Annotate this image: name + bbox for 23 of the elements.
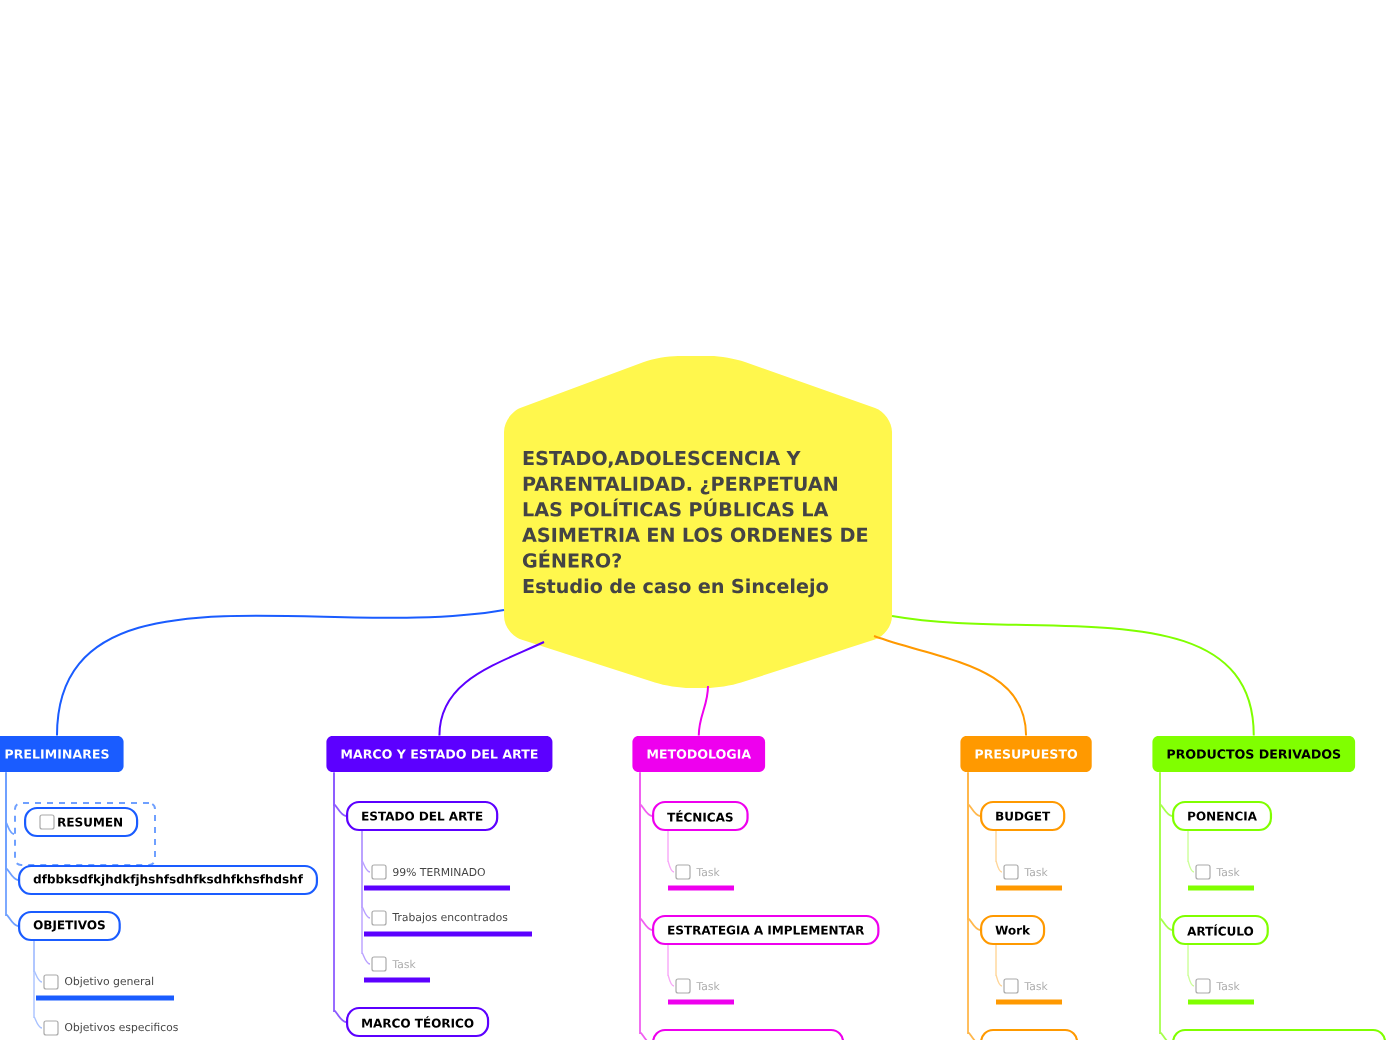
connector: [995, 830, 1003, 873]
topic-box: [1172, 1028, 1387, 1040]
connector: [667, 944, 675, 987]
connector: [1187, 830, 1195, 873]
connector: [667, 830, 675, 873]
connector: [639, 771, 653, 1040]
connector: [995, 944, 1003, 987]
connector: [361, 830, 371, 965]
connector: [1187, 944, 1195, 987]
connector: [967, 771, 981, 1040]
connector: [438, 641, 545, 737]
dashed-boundary: [14, 802, 156, 866]
connector: [1159, 771, 1173, 1040]
connector: [873, 635, 1028, 737]
connector: [56, 609, 505, 737]
topic-box: [652, 1028, 845, 1040]
connector: [333, 771, 347, 1023]
connector: [33, 940, 43, 1029]
hexagon-node: ESTADO,ADOLESCENCIA Y PARENTALIDAD. ¿PERPETUAN LAS POLÍTICAS PÚBLICAS LA ASIMETRIA EN LOS ORDENES DE GÉNERO? Estudio de caso en Sincelejo: [504, 356, 892, 688]
topic-box: [980, 1028, 1079, 1040]
connector: [891, 615, 1255, 737]
connector: [697, 685, 709, 737]
connector: [5, 771, 19, 927]
